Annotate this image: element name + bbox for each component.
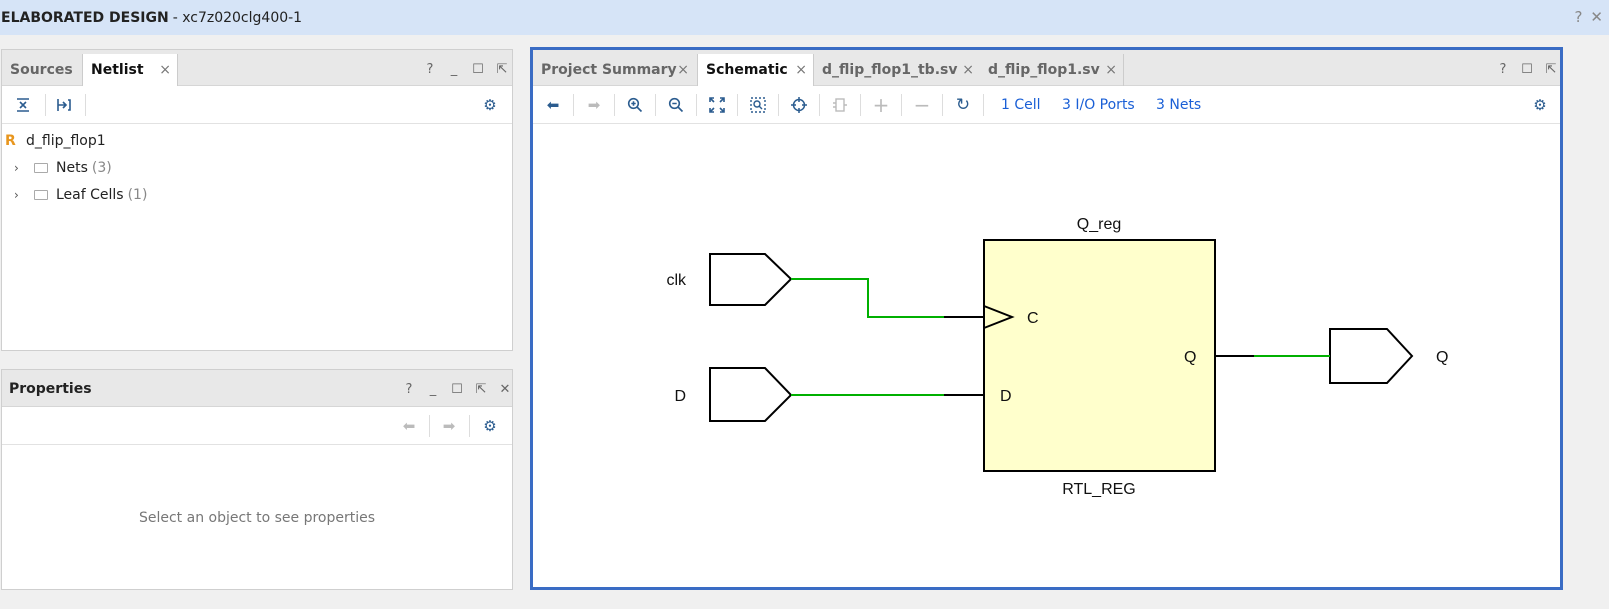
output-port-q[interactable] bbox=[1329, 328, 1414, 384]
chevron-right-icon[interactable]: › bbox=[14, 188, 19, 202]
tree-root[interactable]: R d_flip_flop1 bbox=[5, 130, 106, 152]
help-icon[interactable]: ? bbox=[405, 382, 413, 397]
tab-sources[interactable]: Sources bbox=[2, 54, 82, 86]
tree-item-label: Nets bbox=[56, 160, 88, 176]
register-type: RTL_REG bbox=[1062, 481, 1136, 498]
maximize-icon[interactable]: ☐ bbox=[1521, 62, 1533, 77]
io-ports-count-link[interactable]: 3 I/O Ports bbox=[1062, 97, 1135, 113]
close-icon[interactable]: ✕ bbox=[499, 382, 511, 397]
float-icon[interactable]: ⇱ bbox=[496, 62, 508, 77]
zoom-fit-icon[interactable] bbox=[707, 95, 727, 115]
netlist-toolbar: ⚙ bbox=[2, 86, 512, 124]
crosshair-icon[interactable] bbox=[789, 95, 809, 115]
minus-icon[interactable]: − bbox=[913, 93, 931, 117]
settings-icon[interactable]: ⚙ bbox=[483, 96, 497, 114]
back-arrow-icon[interactable]: ⬅ bbox=[402, 417, 416, 435]
help-icon[interactable]: ? bbox=[1499, 62, 1507, 77]
port-label-q: Q bbox=[1436, 349, 1448, 366]
minimize-icon[interactable]: _ bbox=[450, 62, 458, 77]
tab-d-flip-flop1-tb[interactable]: d_flip_flop1_tb.sv × bbox=[814, 54, 980, 86]
close-tab-icon[interactable]: × bbox=[962, 62, 974, 78]
pin-q-label: Q bbox=[1184, 349, 1196, 366]
input-port-d[interactable] bbox=[709, 367, 793, 422]
collapse-all-icon[interactable] bbox=[13, 95, 33, 115]
register-name: Q_reg bbox=[1077, 216, 1121, 233]
zoom-in-icon[interactable] bbox=[625, 95, 645, 115]
editor-panel: Project Summary × Schematic × d_flip_flo… bbox=[530, 47, 1563, 590]
tab-sources-label: Sources bbox=[10, 62, 73, 78]
schematic-toolbar: ⬅ ➡ + − ↻ 1 Cell 3 bbox=[533, 86, 1560, 124]
port-label-clk: clk bbox=[666, 272, 687, 289]
register-block[interactable] bbox=[983, 239, 1216, 472]
pin-d-label: D bbox=[1000, 388, 1012, 405]
refresh-icon[interactable]: ↻ bbox=[955, 95, 971, 115]
tab-d-flip-flop1[interactable]: d_flip_flop1.sv × bbox=[980, 54, 1124, 86]
tree-item-leaf-cells[interactable]: › Leaf Cells (1) bbox=[14, 184, 147, 206]
netlist-panel: Sources Netlist × ? _ ☐ ⇱ ⚙ R d_flip_flo… bbox=[1, 49, 513, 351]
help-icon[interactable]: ? bbox=[426, 62, 434, 77]
close-tab-icon[interactable]: × bbox=[795, 62, 807, 78]
forward-arrow-icon[interactable]: ➡ bbox=[442, 417, 456, 435]
close-icon[interactable]: ✕ bbox=[1590, 8, 1603, 26]
rtl-badge-icon: R bbox=[5, 133, 16, 149]
close-tab-icon[interactable]: × bbox=[159, 62, 171, 78]
maximize-icon[interactable]: ☐ bbox=[472, 62, 484, 77]
netlist-tree: R d_flip_flop1 › Nets (3) › Leaf Cells (… bbox=[2, 126, 512, 350]
float-icon[interactable]: ⇱ bbox=[1545, 62, 1557, 77]
zoom-out-icon[interactable] bbox=[666, 95, 686, 115]
properties-header: Properties ? _ ☐ ⇱ ✕ bbox=[2, 370, 512, 407]
net-clk[interactable] bbox=[791, 278, 944, 318]
maximize-icon[interactable]: ☐ bbox=[451, 382, 463, 397]
expand-selection-icon[interactable] bbox=[54, 95, 74, 115]
cell-count-link[interactable]: 1 Cell bbox=[1001, 97, 1041, 113]
tree-item-count: (1) bbox=[127, 187, 148, 203]
minimize-icon[interactable]: _ bbox=[429, 382, 437, 397]
properties-empty-message: Select an object to see properties bbox=[138, 510, 376, 526]
tab-label: Project Summary bbox=[541, 62, 677, 78]
nets-count-link[interactable]: 3 Nets bbox=[1156, 97, 1202, 113]
title-bar: ELABORATED DESIGN - xc7z020clg400-1 ? ✕ bbox=[0, 0, 1609, 35]
properties-title: Properties bbox=[9, 381, 92, 397]
close-tab-icon[interactable]: × bbox=[1105, 62, 1117, 78]
tree-item-count: (3) bbox=[91, 160, 112, 176]
tree-item-nets[interactable]: › Nets (3) bbox=[14, 157, 112, 179]
forward-arrow-icon[interactable]: ➡ bbox=[587, 96, 601, 114]
window-title: ELABORATED DESIGN bbox=[1, 9, 169, 26]
schematic-canvas[interactable]: Q_reg RTL_REG C D Q clk D Q bbox=[533, 124, 1560, 587]
tab-project-summary[interactable]: Project Summary × bbox=[533, 54, 695, 86]
cell-icon[interactable] bbox=[830, 95, 850, 115]
properties-panel: Properties ? _ ☐ ⇱ ✕ ⬅ ➡ ⚙ Select an obj… bbox=[1, 369, 513, 590]
folder-icon bbox=[34, 190, 48, 200]
tab-label: d_flip_flop1.sv bbox=[988, 62, 1100, 78]
chevron-right-icon[interactable]: › bbox=[14, 161, 19, 175]
float-icon[interactable]: ⇱ bbox=[475, 382, 487, 397]
tab-label: d_flip_flop1_tb.sv bbox=[822, 62, 958, 78]
device-part: - xc7z020clg400-1 bbox=[172, 9, 303, 26]
editor-tabstrip: Project Summary × Schematic × d_flip_flo… bbox=[533, 50, 1560, 86]
zoom-area-icon[interactable] bbox=[748, 95, 768, 115]
back-arrow-icon[interactable]: ⬅ bbox=[546, 96, 560, 114]
settings-icon[interactable]: ⚙ bbox=[1533, 96, 1547, 114]
port-label-d: D bbox=[674, 388, 686, 405]
tab-label: Schematic bbox=[706, 62, 788, 78]
help-icon[interactable]: ? bbox=[1574, 8, 1583, 26]
tab-netlist[interactable]: Netlist × bbox=[82, 54, 178, 86]
settings-icon[interactable]: ⚙ bbox=[483, 417, 497, 435]
tab-netlist-label: Netlist bbox=[91, 62, 144, 78]
folder-icon bbox=[34, 163, 48, 173]
clock-pin-triangle bbox=[983, 305, 1015, 329]
tab-schematic[interactable]: Schematic × bbox=[697, 54, 814, 86]
close-tab-icon[interactable]: × bbox=[677, 62, 689, 78]
plus-icon[interactable]: + bbox=[872, 93, 890, 117]
tree-root-label: d_flip_flop1 bbox=[26, 133, 106, 149]
pin-c-label: C bbox=[1027, 310, 1039, 327]
input-port-clk[interactable] bbox=[709, 253, 793, 306]
tree-item-label: Leaf Cells bbox=[56, 187, 124, 203]
properties-toolbar: ⬅ ➡ ⚙ bbox=[2, 407, 512, 445]
netlist-tabstrip: Sources Netlist × ? _ ☐ ⇱ bbox=[2, 50, 512, 86]
